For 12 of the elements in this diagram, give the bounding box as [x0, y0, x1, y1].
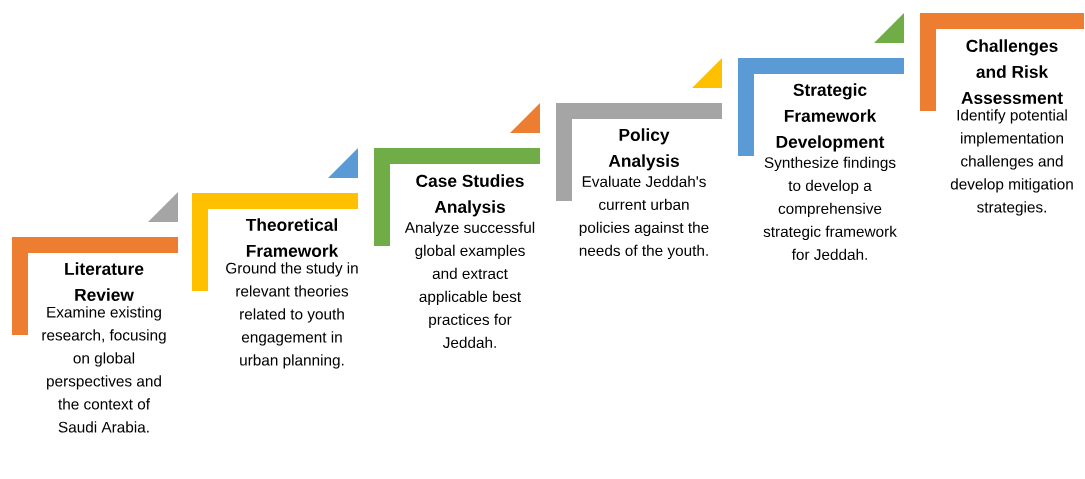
step-description: Ground the study in relevant theories related to youth engagement in urban planning. [226, 262, 358, 369]
step-title: Challenges and Risk Assessment [961, 39, 1063, 104]
step-description: Synthesize findings to develop a comprehensive strategic framework for Jeddah. [763, 156, 897, 260]
step-title: Literature Review [65, 262, 144, 301]
step-description: Evaluate Jeddah's current urban policies against the needs of the youth. [579, 175, 709, 260]
step-description: Examine existing research, focusing on global perspectives and the context of Saudi Arabia. [42, 306, 166, 433]
step-description: Analyze successful global examples and extract applicable best practices for Jeddah. [404, 221, 535, 348]
step-title: Case Studies Analysis [416, 174, 524, 217]
step-title: Strategic Framework Development [776, 83, 885, 152]
step-description: Identify potential implementation challenges and develop mitigation strategies. [950, 109, 1073, 216]
step-title: Theoretical Framework [245, 218, 339, 257]
step-title: Policy Analysis [608, 128, 679, 171]
